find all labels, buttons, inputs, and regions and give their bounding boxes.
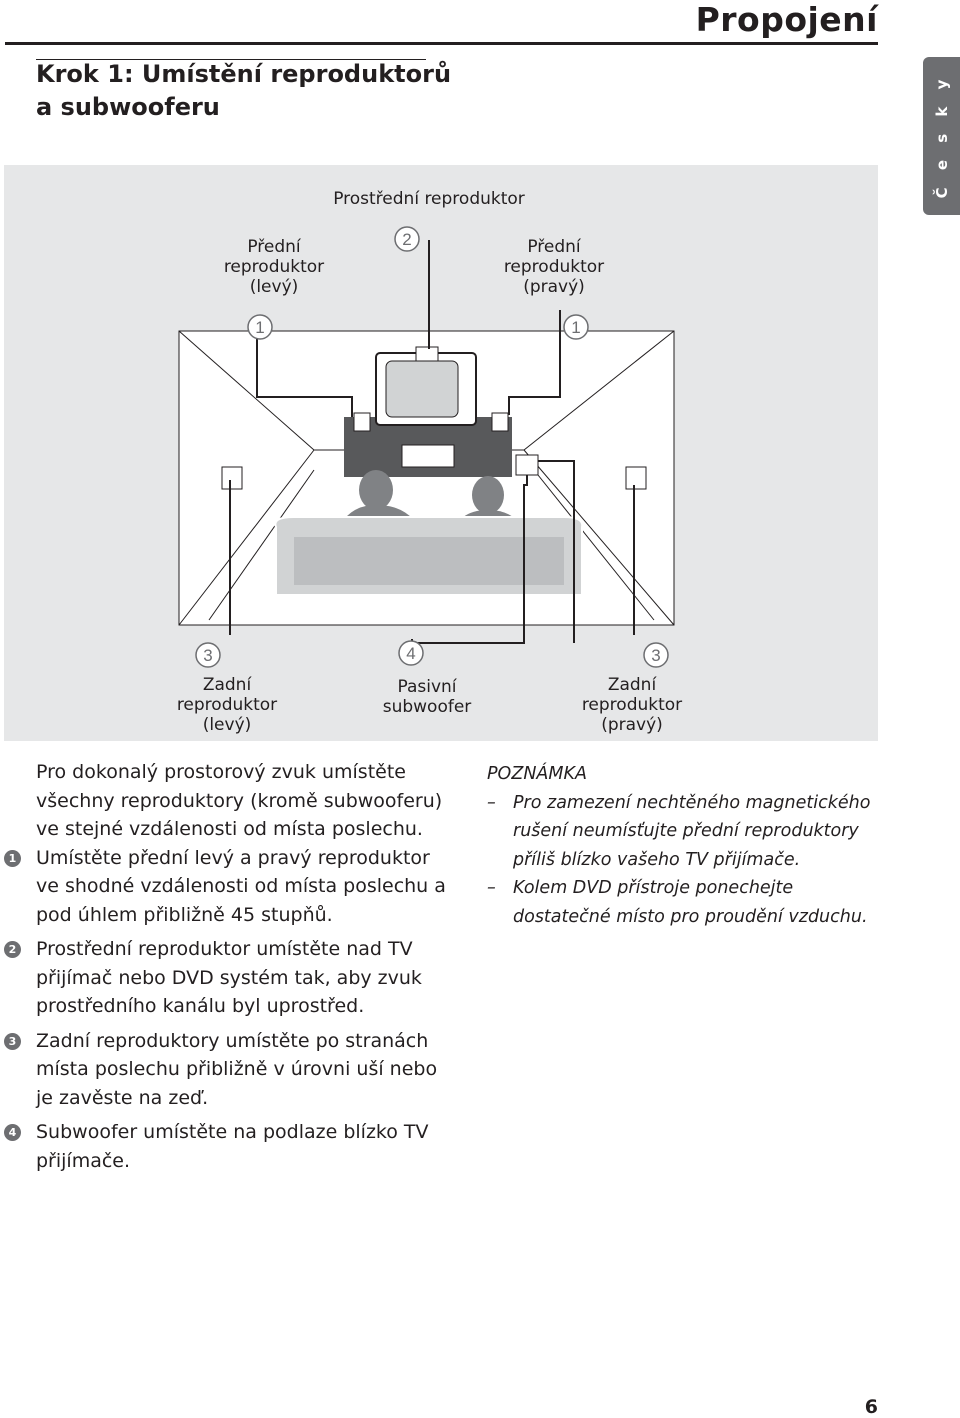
label-rear-right: Zadní reproduktor (pravý) [557,675,707,735]
number-badge-front-left: 1 [247,314,273,340]
language-tab-label: Č e s k y [932,73,951,199]
label-front-left-line-1: Přední [247,237,301,257]
note-text: Kolem DVD přístroje ponechejte dostatečn… [513,878,868,927]
step-text: Subwoofer umístěte na podlaze blízko TV … [36,1121,429,1172]
label-front-right-line-3: (pravý) [523,277,585,297]
step-number-badge: 1 [4,849,21,867]
label-front-left: Přední reproduktor (levý) [199,237,349,297]
number-rear-right: 3 [651,646,660,665]
speaker-placement-diagram: 1 2 1 3 4 3 Prostřední reproduktor Předn… [4,165,878,741]
room-edge-right-bottom [523,449,675,626]
note-heading: POZNÁMKA [487,764,587,784]
center-speaker [415,346,439,362]
number-badge-subwoofer: 4 [398,640,424,666]
listener-right-head [472,476,504,514]
header-rule [5,42,878,45]
label-subwoofer-line-1: Pasivní [397,677,457,697]
page-number: 6 [864,1396,878,1418]
label-subwoofer: Pasivní subwoofer [352,677,502,717]
step-text: Prostřední reproduktor umístěte nad TV p… [36,938,422,1017]
label-rear-left: Zadní reproduktor (levý) [152,675,302,735]
note-column: POZNÁMKA – Pro zamezení nechtěného magne… [487,760,887,931]
label-center-speaker: Prostřední reproduktor [333,189,525,209]
label-front-left-line-2: reproduktor [223,257,325,277]
note-dash: – [487,792,496,813]
label-rear-left-line-1: Zadní [202,675,252,695]
label-front-right: Přední reproduktor (pravý) [479,237,629,297]
room-edge-right-top [523,330,675,451]
leader-rear-right-sub [538,460,575,643]
rear-left-speaker [221,466,243,490]
label-front-left-line-3: (levý) [249,277,299,297]
section-rule [36,59,426,60]
number-front-right: 1 [571,318,580,337]
label-front-right-line-2: reproduktor [503,257,605,277]
label-rear-right-line-2: reproduktor [581,695,683,715]
listener-left-head [359,470,393,510]
number-badge-rear-right: 3 [643,642,669,668]
note-text: Pro zamezení nechtěného magnetického ruš… [513,792,871,870]
rear-right-speaker [625,466,647,490]
room-illustration: 1 2 1 3 4 3 [178,226,675,668]
page-header-title: Propojení [695,0,878,39]
step-item: 1 Umístěte přední levý a pravý reprodukt… [4,844,446,930]
dvd-player [401,444,455,468]
label-rear-left-line-2: reproduktor [176,695,278,715]
number-rear-left: 3 [203,646,212,665]
step-text: Zadní reproduktory umístěte po stranách … [36,1029,438,1109]
label-rear-right-line-3: (pravý) [601,715,663,735]
front-left-speaker [353,412,371,432]
leader-front-left [256,315,353,417]
step-text: Umístěte přední levý a pravý reproduktor… [36,846,446,926]
step-item: 3 Zadní reproduktory umístěte po stranác… [4,1027,446,1113]
intro-paragraph: Pro dokonalý prostorový zvuk umístěte vš… [36,761,443,840]
step-number-badge: 3 [4,1032,21,1050]
section-title: Krok 1: Umístění reproduktorů a subwoofe… [36,60,452,121]
tv-screen [385,360,459,418]
note-dash: – [487,878,496,898]
note-item: – Kolem DVD přístroje ponechejte dostate… [487,874,887,931]
number-front-left: 1 [255,318,264,337]
room-edge-left-top [178,330,315,451]
label-front-right-line-1: Přední [527,237,581,257]
instructions-column: Pro dokonalý prostorový zvuk umístěte vš… [4,758,446,1175]
label-rear-left-line-3: (levý) [202,715,252,735]
sofa-seat [294,537,564,585]
step-number-badge: 4 [4,1124,21,1141]
room-floor-left [208,469,315,621]
number-center: 2 [402,230,411,249]
step-item: 4 Subwoofer umístěte na podlaze blízko T… [4,1118,446,1175]
language-tab: Č e s k y [923,57,960,215]
subwoofer-box [515,454,539,476]
number-badge-front-right: 1 [563,314,589,340]
leader-front-right [508,310,561,415]
number-badge-rear-left: 3 [195,642,221,668]
front-right-speaker [491,412,509,432]
label-subwoofer-line-2: subwoofer [382,697,472,717]
number-badge-center: 2 [394,226,420,252]
room-edge-left-bottom [178,449,315,626]
note-item: – Pro zamezení nechtěného magnetického r… [487,789,887,875]
step-number-badge: 2 [4,941,21,958]
label-rear-right-line-1: Zadní [607,675,657,695]
number-subwoofer: 4 [406,644,415,663]
step-item: 2 Prostřední reproduktor umístěte nad TV… [4,935,446,1021]
